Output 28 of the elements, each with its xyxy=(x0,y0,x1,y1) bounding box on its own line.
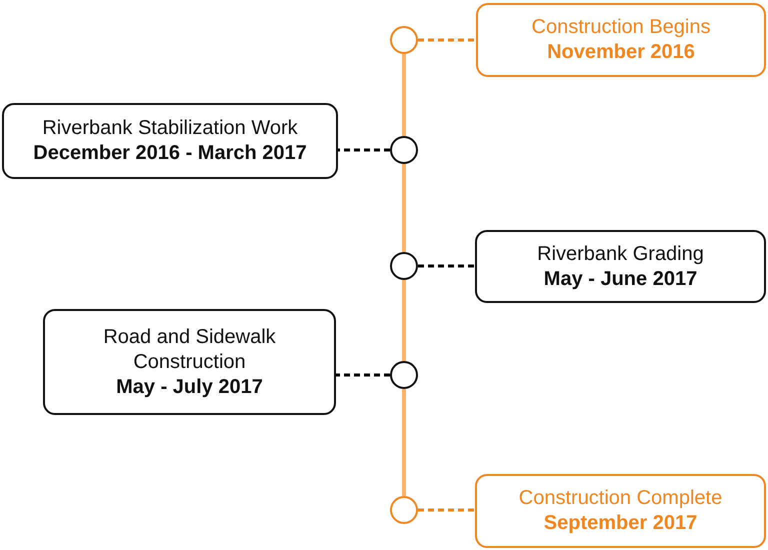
connector-line xyxy=(418,508,475,512)
milestone-date: May - June 2017 xyxy=(544,266,698,292)
connector-line xyxy=(338,148,390,152)
milestone-date: November 2016 xyxy=(547,40,695,65)
milestone-card xyxy=(2,103,338,179)
milestone-title: Construction Begins xyxy=(532,15,710,40)
milestone-card xyxy=(476,3,766,77)
milestone-card xyxy=(475,474,766,548)
timeline-line xyxy=(402,280,406,361)
milestone-title: Construction Complete xyxy=(518,486,722,511)
timeline-marker xyxy=(390,361,418,389)
timeline-marker xyxy=(390,26,418,54)
timeline-marker xyxy=(390,136,418,164)
milestone-title: Road and Sidewalk Construction xyxy=(102,324,277,374)
milestone-title: Riverbank Stabilization Work xyxy=(42,116,298,141)
milestone-card xyxy=(43,309,336,415)
connector-line xyxy=(336,374,390,376)
milestone-date: September 2017 xyxy=(544,511,698,536)
timeline-line xyxy=(402,164,406,252)
timeline-line xyxy=(402,54,406,136)
milestone-card xyxy=(475,230,766,303)
connector-line xyxy=(418,264,475,268)
milestone-date: May - July 2017 xyxy=(116,374,263,400)
milestone-date: December 2016 - March 2017 xyxy=(33,141,307,166)
milestone-title: Riverbank Grading xyxy=(537,242,704,266)
timeline-line xyxy=(402,389,406,496)
timeline-marker xyxy=(390,496,418,524)
timeline-marker xyxy=(390,252,418,280)
